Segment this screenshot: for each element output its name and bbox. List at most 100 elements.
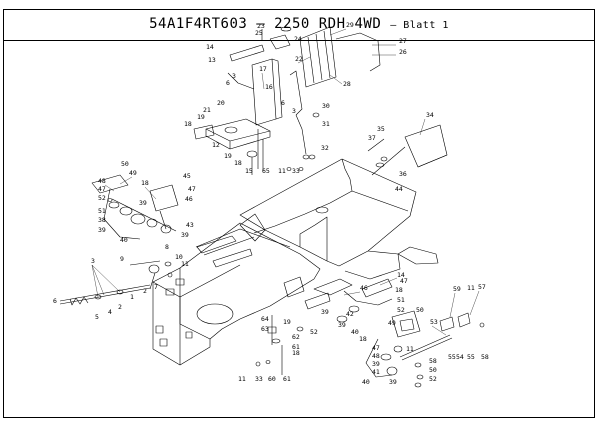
part-callout-6: 6 [226, 79, 230, 87]
part-callout-28: 28 [343, 80, 351, 88]
part-callout-9: 9 [120, 255, 124, 263]
part-callout-26: 26 [399, 48, 407, 56]
drawing-sheet: 54A1F4RT603 – 2250 RDH 4WD – Blatt 1 [3, 9, 595, 418]
part-callout-3: 3 [292, 107, 296, 115]
part-callout-40: 40 [351, 328, 359, 336]
part-callout-39: 39 [98, 226, 106, 234]
part-callout-57: 57 [478, 283, 486, 291]
right-pedal-assembly [336, 278, 485, 388]
part-callout-18: 18 [395, 286, 403, 294]
part-callout-2: 2 [143, 287, 147, 295]
part-callout-49: 49 [388, 319, 396, 327]
part-callout-5: 5 [95, 313, 99, 321]
part-callout-39: 39 [338, 321, 346, 329]
part-callout-18: 18 [292, 349, 300, 357]
part-callout-39: 39 [372, 360, 380, 368]
part-callout-6: 6 [281, 99, 285, 107]
center-linkage-parts [255, 315, 304, 375]
part-callout-32: 32 [321, 144, 329, 152]
part-callout-41: 41 [372, 368, 380, 376]
part-callout-50: 50 [416, 306, 424, 314]
exploded-view-drawing: 2325292427261413221732861620630213341918… [53, 21, 489, 388]
part-callout-39: 39 [321, 308, 329, 316]
part-callout-25: 25 [255, 29, 263, 37]
part-callout-19: 19 [283, 318, 291, 326]
part-callout-6: 6 [53, 297, 57, 305]
part-callout-39: 39 [181, 231, 189, 239]
part-callout-3: 3 [232, 72, 236, 80]
part-callout-37: 37 [368, 134, 376, 142]
part-callout-12: 12 [212, 141, 220, 149]
sheet-title-main: 54A1F4RT603 – 2250 RDH 4WD [149, 16, 382, 32]
part-callout-14: 14 [397, 271, 405, 279]
part-callout-48: 48 [98, 177, 106, 185]
part-callout-42: 42 [346, 310, 354, 318]
part-callout-46: 46 [185, 195, 193, 203]
chassis-frame [152, 158, 439, 366]
part-callout-22: 22 [295, 55, 303, 63]
part-callout-13: 13 [208, 56, 216, 64]
part-callout-3: 3 [91, 257, 95, 265]
part-callout-47: 47 [372, 344, 380, 352]
part-callout-44: 44 [395, 185, 403, 193]
part-callout-60: 60 [268, 375, 276, 383]
part-callout-54: 54 [456, 353, 464, 361]
part-callout-2: 2 [118, 303, 122, 311]
part-callout-47: 47 [188, 185, 196, 193]
part-callout-16: 16 [265, 83, 273, 91]
part-callout-52: 52 [397, 306, 405, 314]
part-callout-7: 7 [154, 283, 158, 291]
part-callout-43: 43 [186, 221, 194, 229]
sheet-title: 54A1F4RT603 – 2250 RDH 4WD – Blatt 1 [4, 16, 594, 32]
part-callout-29: 29 [346, 21, 354, 29]
part-callout-36: 36 [399, 170, 407, 178]
part-callout-11: 11 [406, 345, 414, 353]
part-callout-11: 11 [278, 167, 286, 175]
part-callout-17: 17 [259, 65, 267, 73]
part-callout-50: 50 [429, 366, 437, 374]
part-callout-61: 61 [283, 375, 291, 383]
part-callout-18: 18 [184, 120, 192, 128]
part-callout-49: 49 [129, 169, 137, 177]
leader-lines [91, 28, 480, 336]
part-callout-33: 33 [292, 167, 300, 175]
part-callout-19: 19 [197, 113, 205, 121]
part-callout-53: 53 [430, 318, 438, 326]
part-callout-14: 14 [206, 43, 214, 51]
part-callout-21: 21 [203, 106, 211, 114]
part-callout-33: 33 [255, 375, 263, 383]
part-callout-59: 59 [453, 285, 461, 293]
part-callout-11: 11 [238, 375, 246, 383]
part-callout-51: 51 [397, 296, 405, 304]
part-callout-52: 52 [98, 194, 106, 202]
part-callout-50: 50 [121, 160, 129, 168]
part-callout-15: 15 [245, 167, 253, 175]
left-linkage-rod [59, 260, 173, 306]
control-lever [367, 124, 448, 176]
part-callout-19: 19 [224, 152, 232, 160]
part-callout-1: 1 [130, 293, 134, 301]
part-callout-8: 8 [165, 243, 169, 251]
part-callout-58: 58 [481, 353, 489, 361]
part-callout-62: 62 [292, 333, 300, 341]
upper-bracket-assembly [193, 26, 381, 175]
part-callout-39: 39 [139, 199, 147, 207]
part-callout-55: 55 [467, 353, 475, 361]
sheet-title-subtitle: – Blatt 1 [390, 20, 449, 31]
part-callout-23: 23 [257, 22, 265, 30]
part-callout-52: 52 [310, 328, 318, 336]
part-callout-46: 46 [360, 284, 368, 292]
part-callout-58: 58 [429, 357, 437, 365]
part-callout-52: 52 [429, 375, 437, 383]
part-callout-64: 64 [261, 315, 269, 323]
part-callout-63: 63 [261, 325, 269, 333]
part-callout-47: 47 [98, 185, 106, 193]
part-callout-11: 11 [181, 260, 189, 268]
part-callout-55: 55 [448, 353, 456, 361]
part-callout-18: 18 [141, 179, 149, 187]
part-callout-18: 18 [234, 159, 242, 167]
part-callout-30: 30 [322, 102, 330, 110]
part-callout-18: 18 [359, 335, 367, 343]
part-callout-11: 11 [467, 284, 475, 292]
